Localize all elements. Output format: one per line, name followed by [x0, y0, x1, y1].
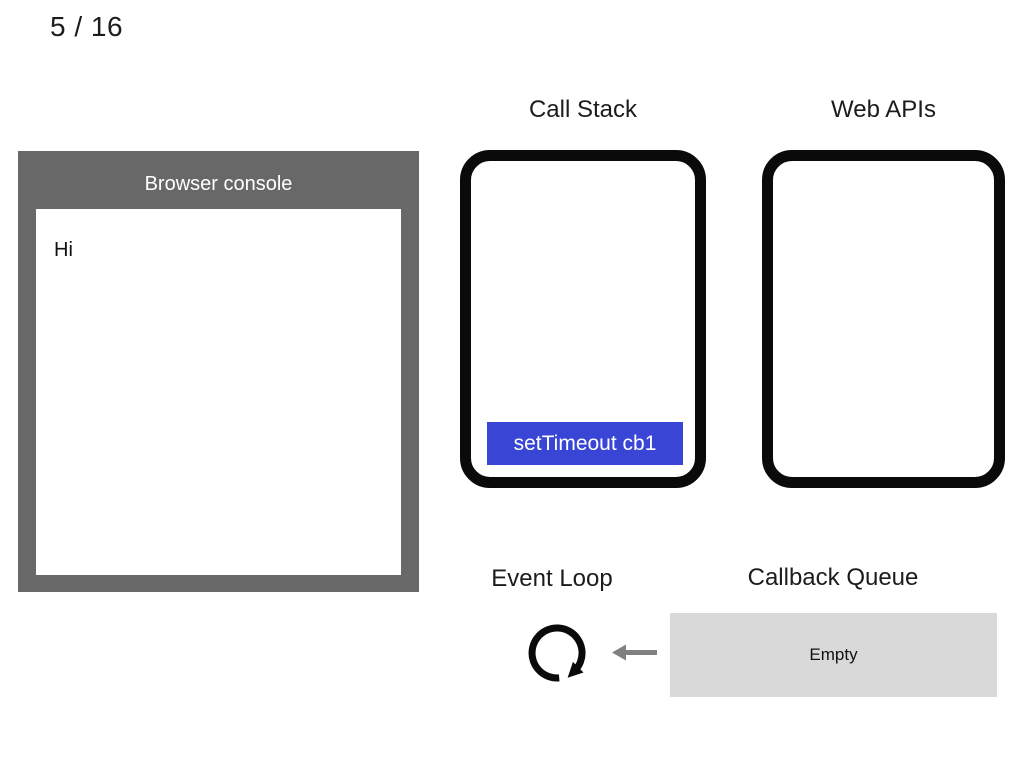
call-stack-box: setTimeout cb1 [460, 150, 706, 488]
browser-console-output: Hi [36, 209, 401, 575]
web-apis-box [762, 150, 1005, 488]
event-loop-title: Event Loop [491, 565, 613, 592]
call-stack-title: Call Stack [528, 96, 638, 123]
callback-queue-box: Empty [670, 613, 997, 697]
callback-queue-status: Empty [809, 645, 858, 664]
browser-console-panel: Browser console Hi [18, 151, 419, 592]
callback-queue-title: Callback Queue [747, 564, 919, 591]
stack-frame-settimeout-cb1: setTimeout cb1 [487, 422, 683, 465]
event-loop-circular-arrow-icon [526, 622, 588, 684]
queue-to-loop-arrow-icon [611, 641, 657, 664]
web-apis-title: Web APIs [831, 96, 936, 123]
browser-console-title: Browser console [144, 173, 293, 195]
console-log-line: Hi [54, 239, 73, 261]
slide-page-counter: 5 / 16 [50, 11, 124, 42]
